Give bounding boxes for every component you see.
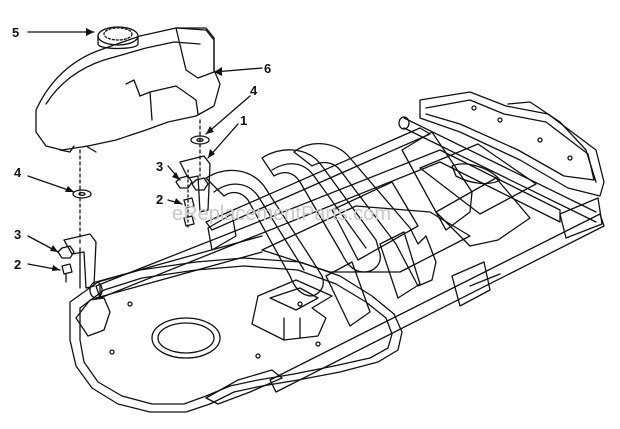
fuel-tank: [35, 26, 221, 153]
callout-nut-right: 3: [156, 159, 164, 174]
center-bracket: [251, 279, 333, 341]
callout-nut-left: 3: [14, 227, 22, 242]
right-hardware: [175, 119, 211, 231]
callout-bolt-left: 2: [14, 257, 22, 272]
seat-pan: [261, 143, 537, 273]
callout-bolt-right: 2: [156, 192, 164, 207]
callout-bracket-right: 1: [240, 113, 248, 128]
seat-arch-left: [205, 169, 371, 327]
frame-deck-plate: [69, 257, 403, 413]
watermark-text: eReplacementParts.com: [172, 203, 391, 225]
rear-plate: [398, 91, 605, 223]
leader-arrowheads: [50, 28, 222, 271]
callout-washer-right: 4: [250, 83, 258, 98]
callout-tank-support: 6: [264, 61, 272, 76]
left-hardware: [57, 149, 97, 289]
side-rails: [89, 127, 605, 393]
rear-hitch: [451, 197, 603, 307]
callout-washer-left: 4: [14, 165, 22, 180]
callout-fuel-tank: 5: [12, 25, 20, 40]
